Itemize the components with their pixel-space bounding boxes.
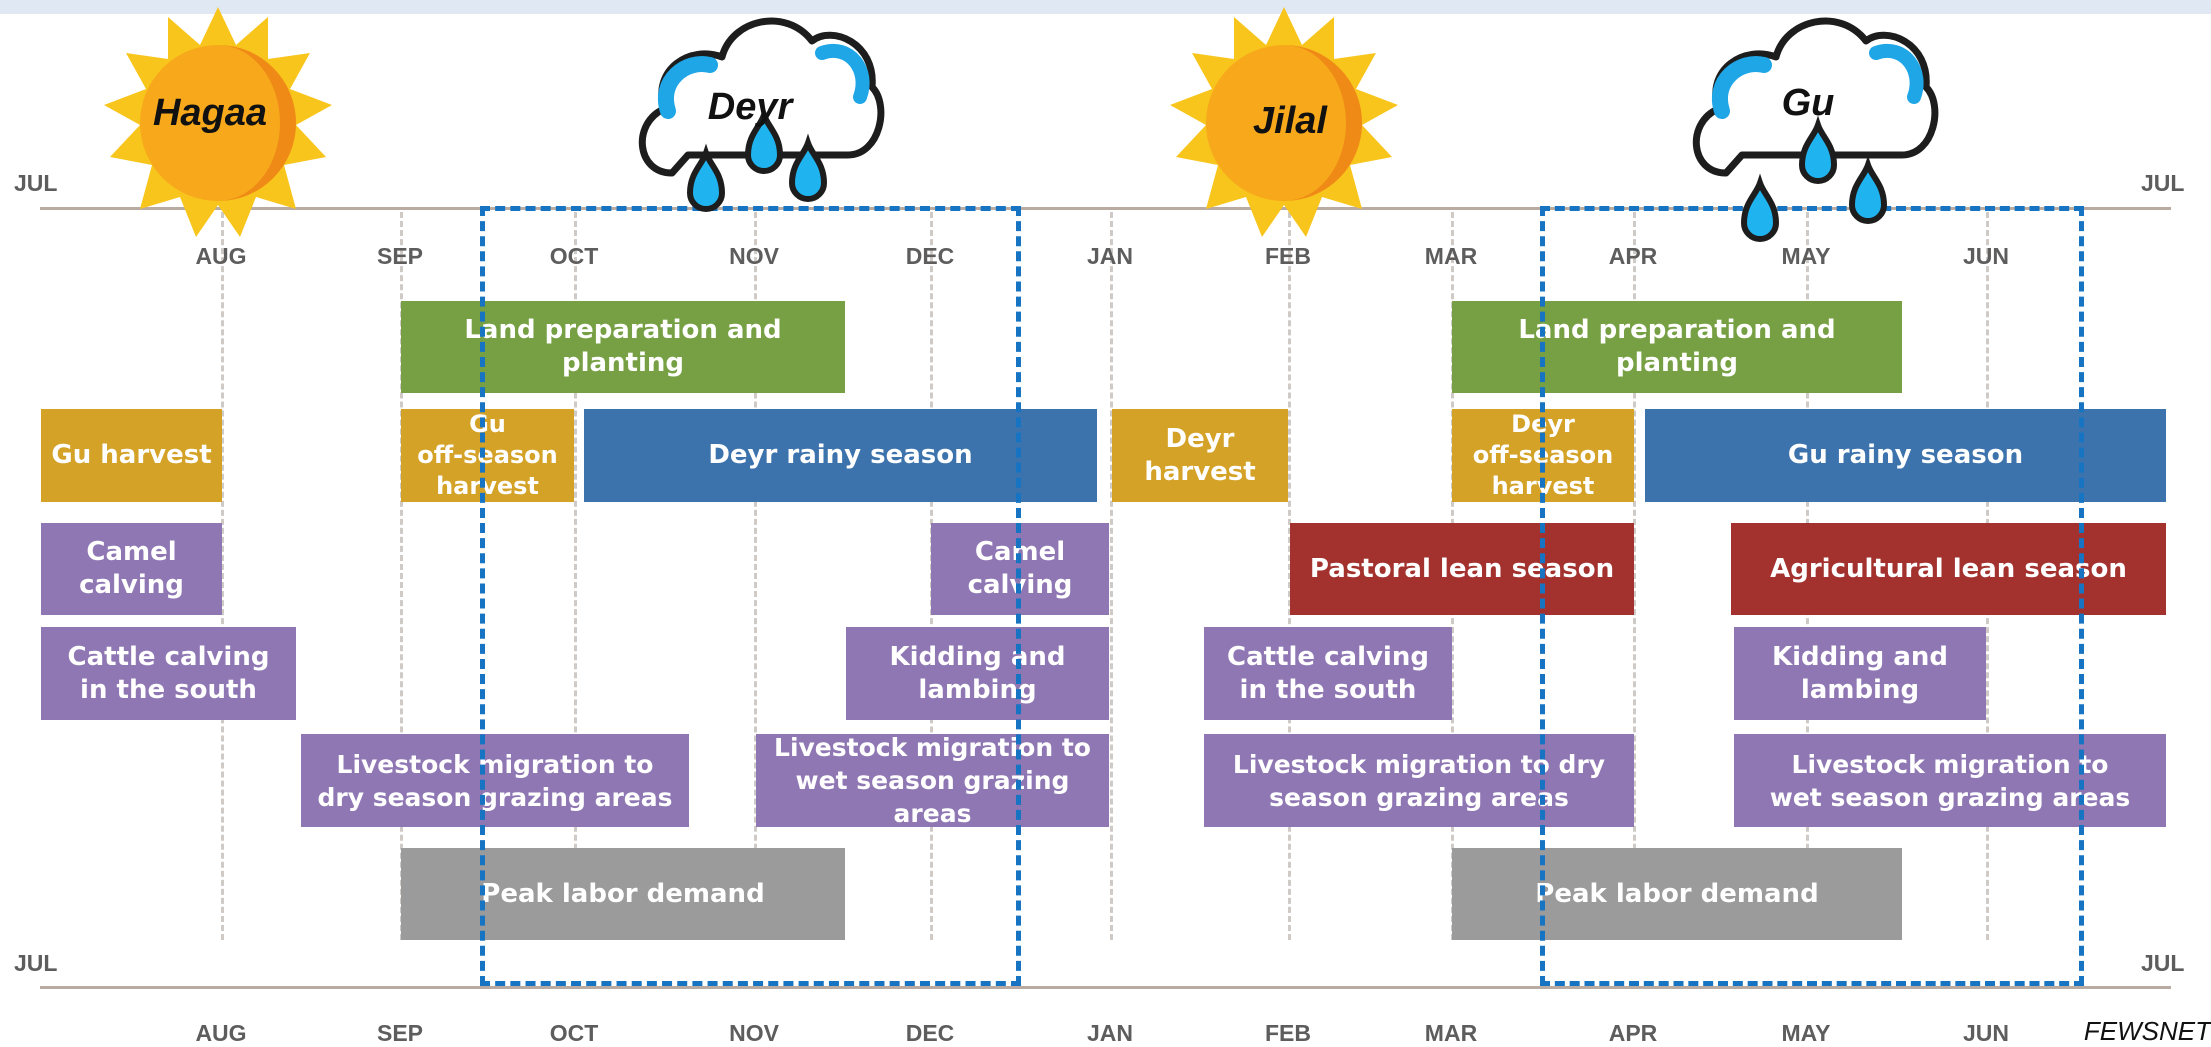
bar-cattle-calving-south-2: Cattle calving in the south xyxy=(1204,627,1452,720)
axis-label-aug-top: AUG xyxy=(195,243,247,269)
season-label-jilal: Jilal xyxy=(1253,100,1327,142)
season-label-deyr: Deyr xyxy=(707,86,793,128)
axis-label-nov-bottom: NOV xyxy=(729,1020,779,1046)
bar-livestock-migration-wet-1: Livestock migration to wet season grazin… xyxy=(756,734,1109,827)
bar-peak-labor-demand-1: Peak labor demand xyxy=(401,848,845,940)
axis-label-apr-top: APR xyxy=(1608,243,1658,269)
month-gridline-feb xyxy=(1288,212,1291,940)
rain-cloud-icon xyxy=(1692,17,1939,242)
axis-label-may-bottom: MAY xyxy=(1781,1020,1831,1046)
month-gridline-oct xyxy=(574,212,577,940)
bar-deyr-harvest: Deyr harvest xyxy=(1112,409,1288,502)
axis-label-sep-bottom: SEP xyxy=(376,1020,424,1046)
top-band xyxy=(0,0,2211,14)
gu-rainy-highlight-box xyxy=(1540,206,2084,986)
axis-label-jun-top: JUN xyxy=(1962,243,2010,269)
rain-cloud-icon xyxy=(638,17,885,212)
axis-label-jul-bottom-right: JUL xyxy=(2141,950,2185,976)
sun-icon xyxy=(1170,7,1398,237)
sun-icon xyxy=(104,7,332,237)
month-gridline-jan xyxy=(1110,212,1113,940)
axis-label-feb-top: FEB xyxy=(1265,243,1311,269)
axis-label-jan-top: JAN xyxy=(1086,243,1134,269)
bar-livestock-migration-dry-1: Livestock migration to dry season grazin… xyxy=(301,734,689,827)
bar-livestock-migration-wet-2: Livestock migration to wet season grazin… xyxy=(1734,734,2166,827)
axis-label-aug-bottom: AUG xyxy=(195,1020,247,1046)
bar-cattle-calving-south-1: Cattle calving in the south xyxy=(41,627,296,720)
deyr-rainy-highlight-box xyxy=(480,206,1021,986)
axis-label-dec-top: DEC xyxy=(905,243,955,269)
bar-kidding-and-lambing-2: Kidding and lambing xyxy=(1734,627,1986,720)
top-axis-line xyxy=(40,207,2171,210)
bar-land-preparation-deyr: Land preparation and planting xyxy=(401,301,845,393)
bar-land-preparation-gu: Land preparation and planting xyxy=(1452,301,1902,393)
axis-label-oct-top: OCT xyxy=(549,243,599,269)
month-gridline-aug xyxy=(221,212,224,940)
bar-gu-harvest: Gu harvest xyxy=(41,409,222,502)
bar-deyr-rainy-season: Deyr rainy season xyxy=(584,409,1097,502)
axis-label-oct-bottom: OCT xyxy=(549,1020,599,1046)
axis-label-jul-bottom-left: JUL xyxy=(14,950,58,976)
month-gridline-nov xyxy=(754,212,757,940)
bar-camel-calving-1: Camel calving xyxy=(41,523,222,615)
bottom-axis-line xyxy=(40,986,2171,989)
axis-label-dec-bottom: DEC xyxy=(905,1020,955,1046)
axis-label-mar-top: MAR xyxy=(1424,243,1478,269)
axis-label-mar-bottom: MAR xyxy=(1424,1020,1478,1046)
bar-agricultural-lean-season: Agricultural lean season xyxy=(1731,523,2166,615)
axis-label-may-top: MAY xyxy=(1781,243,1831,269)
season-label-hagaa: Hagaa xyxy=(152,92,268,134)
axis-label-nov-top: NOV xyxy=(729,243,779,269)
bar-gu-off-season-harvest: Gu off-season harvest xyxy=(401,409,574,502)
bar-pastoral-lean-season: Pastoral lean season xyxy=(1290,523,1634,615)
bar-livestock-migration-dry-2: Livestock migration to dry season grazin… xyxy=(1204,734,1634,827)
source-credit: FEWSNET xyxy=(2083,1016,2211,1046)
month-gridline-sep xyxy=(400,212,403,940)
month-gridline-apr xyxy=(1633,212,1636,940)
axis-label-jul-top-right: JUL xyxy=(2141,170,2185,196)
bar-peak-labor-demand-2: Peak labor demand xyxy=(1452,848,1902,940)
axis-label-jul-top-left: JUL xyxy=(14,170,58,196)
season-label-gu: Gu xyxy=(1781,82,1835,124)
axis-label-jun-bottom: JUN xyxy=(1962,1020,2010,1046)
axis-label-sep-top: SEP xyxy=(376,243,424,269)
axis-label-apr-bottom: APR xyxy=(1608,1020,1658,1046)
axis-label-jan-bottom: JAN xyxy=(1086,1020,1134,1046)
axis-label-feb-bottom: FEB xyxy=(1265,1020,1311,1046)
